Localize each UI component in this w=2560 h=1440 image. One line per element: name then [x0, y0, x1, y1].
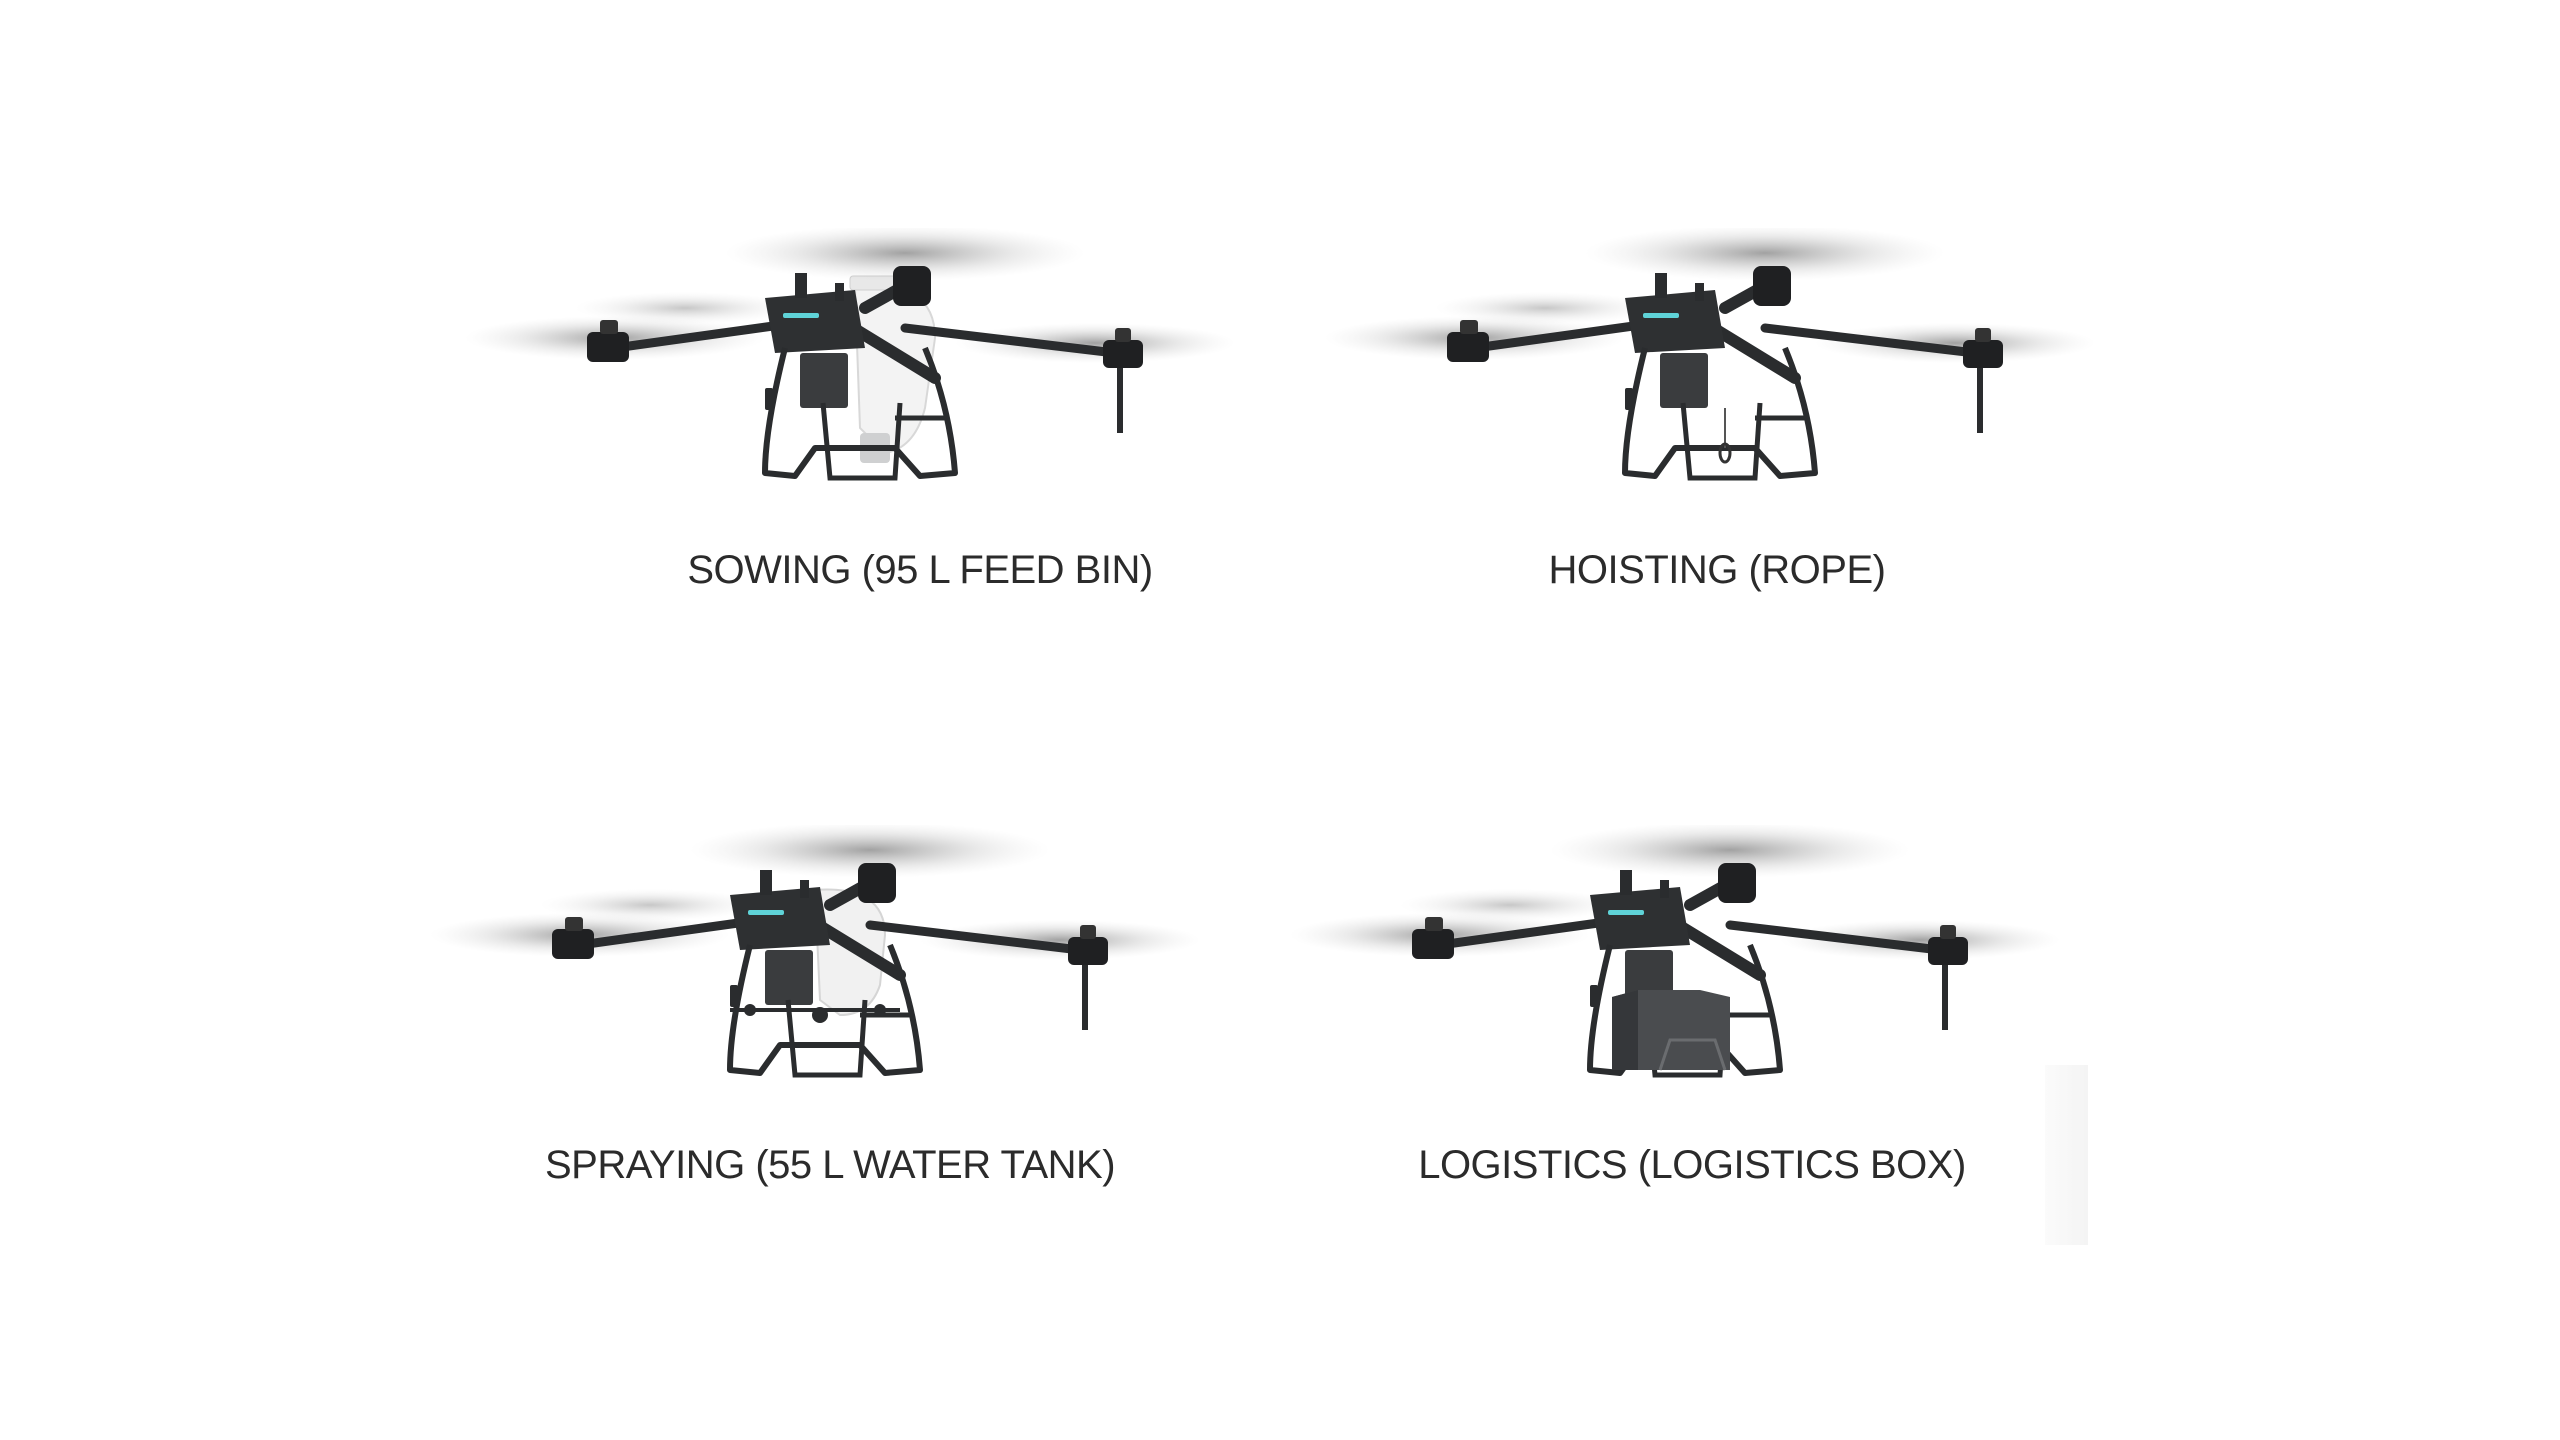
spraying-drone-image [430, 825, 1220, 1090]
logistics-drone-image [1290, 825, 2080, 1090]
caption-hoisting: HOISTING (ROPE) [1548, 548, 1886, 592]
background-artifact [2045, 1065, 2088, 1245]
caption-spraying: SPRAYING (55 L WATER TANK) [544, 1143, 1116, 1187]
caption-sowing: SOWING (95 L FEED BIN) [687, 548, 1153, 592]
sowing-drone-image [465, 228, 1255, 488]
caption-logistics: LOGISTICS (LOGISTICS BOX) [1418, 1143, 1966, 1187]
hoisting-drone-image [1325, 228, 2115, 488]
